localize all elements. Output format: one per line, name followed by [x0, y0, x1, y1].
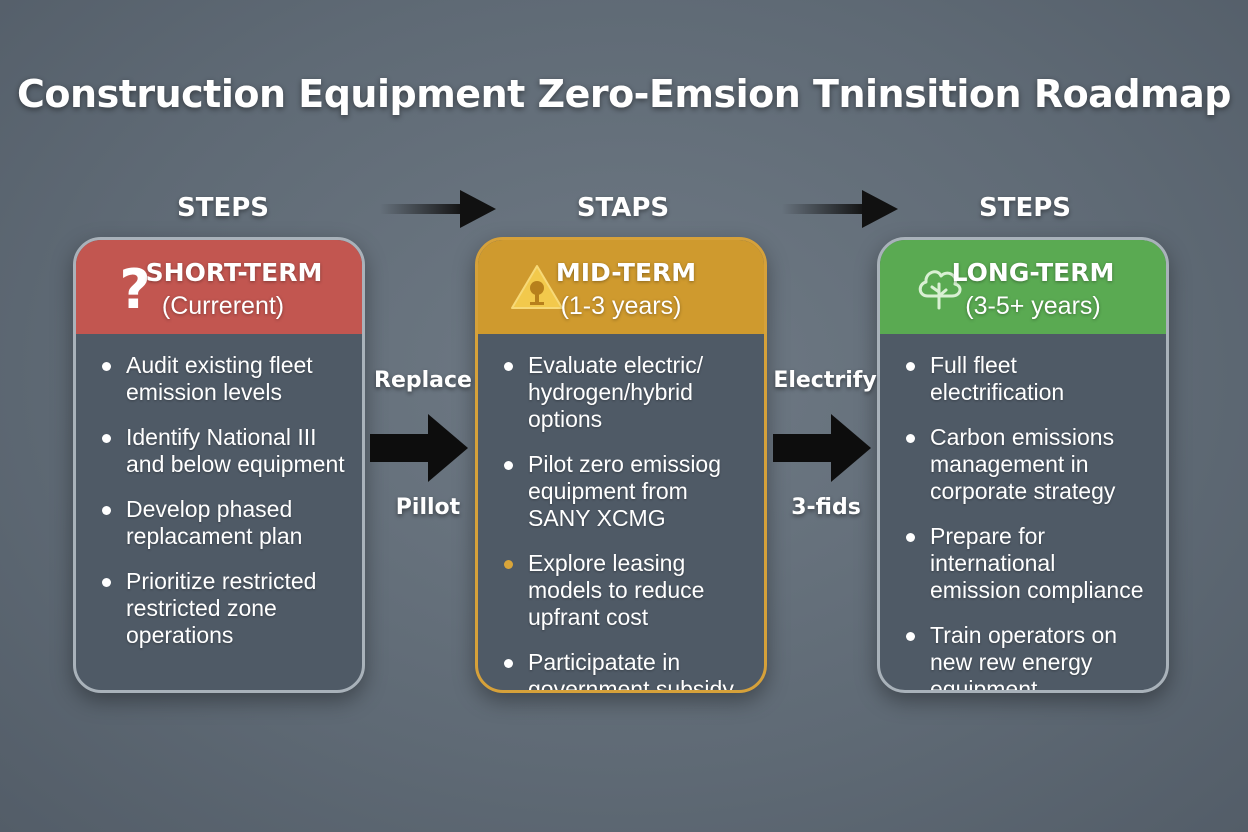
mid-term-subtitle: (1-3 years)	[560, 292, 682, 320]
bullet-text: Develop phased replacament plan	[126, 496, 303, 549]
bullet-text: Prioritize restricted restricted zone op…	[126, 568, 317, 648]
bullet-text: Audit existing fleet emission levels	[126, 352, 313, 405]
top-arrow-2	[782, 190, 898, 228]
mid-term-card: MID-TERM (1-3 years) Evaluate electric/ …	[475, 237, 767, 693]
long-term-title: LONG-TERM	[951, 258, 1115, 287]
transition-1-arrow	[370, 414, 468, 482]
bullet-dot	[102, 506, 111, 515]
bullet-dot	[906, 362, 915, 371]
list-item: Identify National III and below equipmen…	[98, 424, 348, 478]
bullet-dot	[102, 362, 111, 371]
top-arrow-1	[380, 190, 496, 228]
list-item: Train operators on new rew energy equipm…	[902, 622, 1152, 693]
list-item: Develop phased replacament plan	[98, 496, 348, 550]
bullet-dot	[504, 461, 513, 470]
list-item: Pilot zero emissiog equipment from SANY …	[500, 451, 750, 532]
bullet-text: Evaluate electric/ hydrogen/hybrid optio…	[528, 352, 704, 432]
step-label-long: STEPS	[978, 193, 1071, 223]
bullet-dot	[906, 632, 915, 641]
bullet-text: Pilot zero emissiog equipment from SANY …	[528, 451, 722, 531]
transition-2-arrow	[773, 414, 871, 482]
transition-1-top-label: Replace	[374, 368, 472, 393]
step-label-short: STEPS	[176, 193, 269, 223]
transition-2-top-label: Electrify	[773, 368, 877, 393]
bullet-text: Prepare for international emission compl…	[930, 523, 1144, 603]
tree-icon	[918, 270, 962, 310]
list-item: Prioritize restricted restricted zone op…	[98, 568, 348, 649]
long-term-card: LONG-TERM (3-5+ years) Full fleet electr…	[877, 237, 1169, 693]
bullet-dot	[906, 434, 915, 443]
short-term-subtitle: (Currerent)	[161, 292, 285, 320]
short-term-card: ? SHORT-TERM (Currerent) Audit existing …	[73, 237, 365, 693]
short-term-title: SHORT-TERM	[145, 258, 323, 287]
bullet-text: Identify National III and below equipmen…	[126, 424, 345, 477]
mid-term-title: MID-TERM	[555, 258, 697, 287]
list-item: Full fleet electrification	[902, 352, 1152, 406]
bullet-dot	[102, 578, 111, 587]
warning-triangle-icon	[511, 265, 563, 309]
list-item: Participatate in government subsidy prog…	[500, 649, 750, 693]
transition-2-bottom-label: 3-fids	[791, 495, 861, 520]
list-item: Audit existing fleet emission levels	[98, 352, 348, 406]
short-term-bullets: Audit existing fleet emission levels Ide…	[76, 334, 362, 649]
mid-term-header: MID-TERM (1-3 years)	[478, 240, 764, 334]
long-term-subtitle: (3-5+ years)	[965, 292, 1101, 320]
bullet-text: Train operators on new rew energy equipm…	[930, 622, 1118, 693]
roadmap-title: Construction Equipment Zero-Emsion Tnins…	[17, 72, 1231, 116]
mid-term-bullets: Evaluate electric/ hydrogen/hybrid optio…	[478, 334, 764, 693]
transition-1-bottom-label: Pillot	[395, 495, 461, 520]
long-term-bullets: Full fleet electrification Carbon emissi…	[880, 334, 1166, 693]
bullet-dot	[504, 659, 513, 668]
bullet-dot	[906, 533, 915, 542]
list-item: Prepare for international emission compl…	[902, 523, 1152, 604]
bullet-dot	[504, 560, 513, 569]
svg-text:?: ?	[119, 258, 150, 316]
step-label-mid: STAPS	[576, 193, 670, 223]
long-term-header: LONG-TERM (3-5+ years)	[880, 240, 1166, 334]
bullet-text: Carbon emissions management in corporate…	[930, 424, 1116, 504]
list-item: Evaluate electric/ hydrogen/hybrid optio…	[500, 352, 750, 433]
list-item: Carbon emissions management in corporate…	[902, 424, 1152, 505]
bullet-dot	[102, 434, 111, 443]
bullet-text: Explore leasing models to reduce upfrant…	[528, 550, 705, 630]
bullet-text: Participatate in government subsidy prog…	[528, 649, 734, 693]
short-term-header: ? SHORT-TERM (Currerent)	[76, 240, 362, 334]
bullet-dot	[504, 362, 513, 371]
bullet-text: Full fleet electrification	[930, 352, 1065, 405]
list-item: Explore leasing models to reduce upfrant…	[500, 550, 750, 631]
question-mark-icon: ?	[119, 258, 150, 316]
